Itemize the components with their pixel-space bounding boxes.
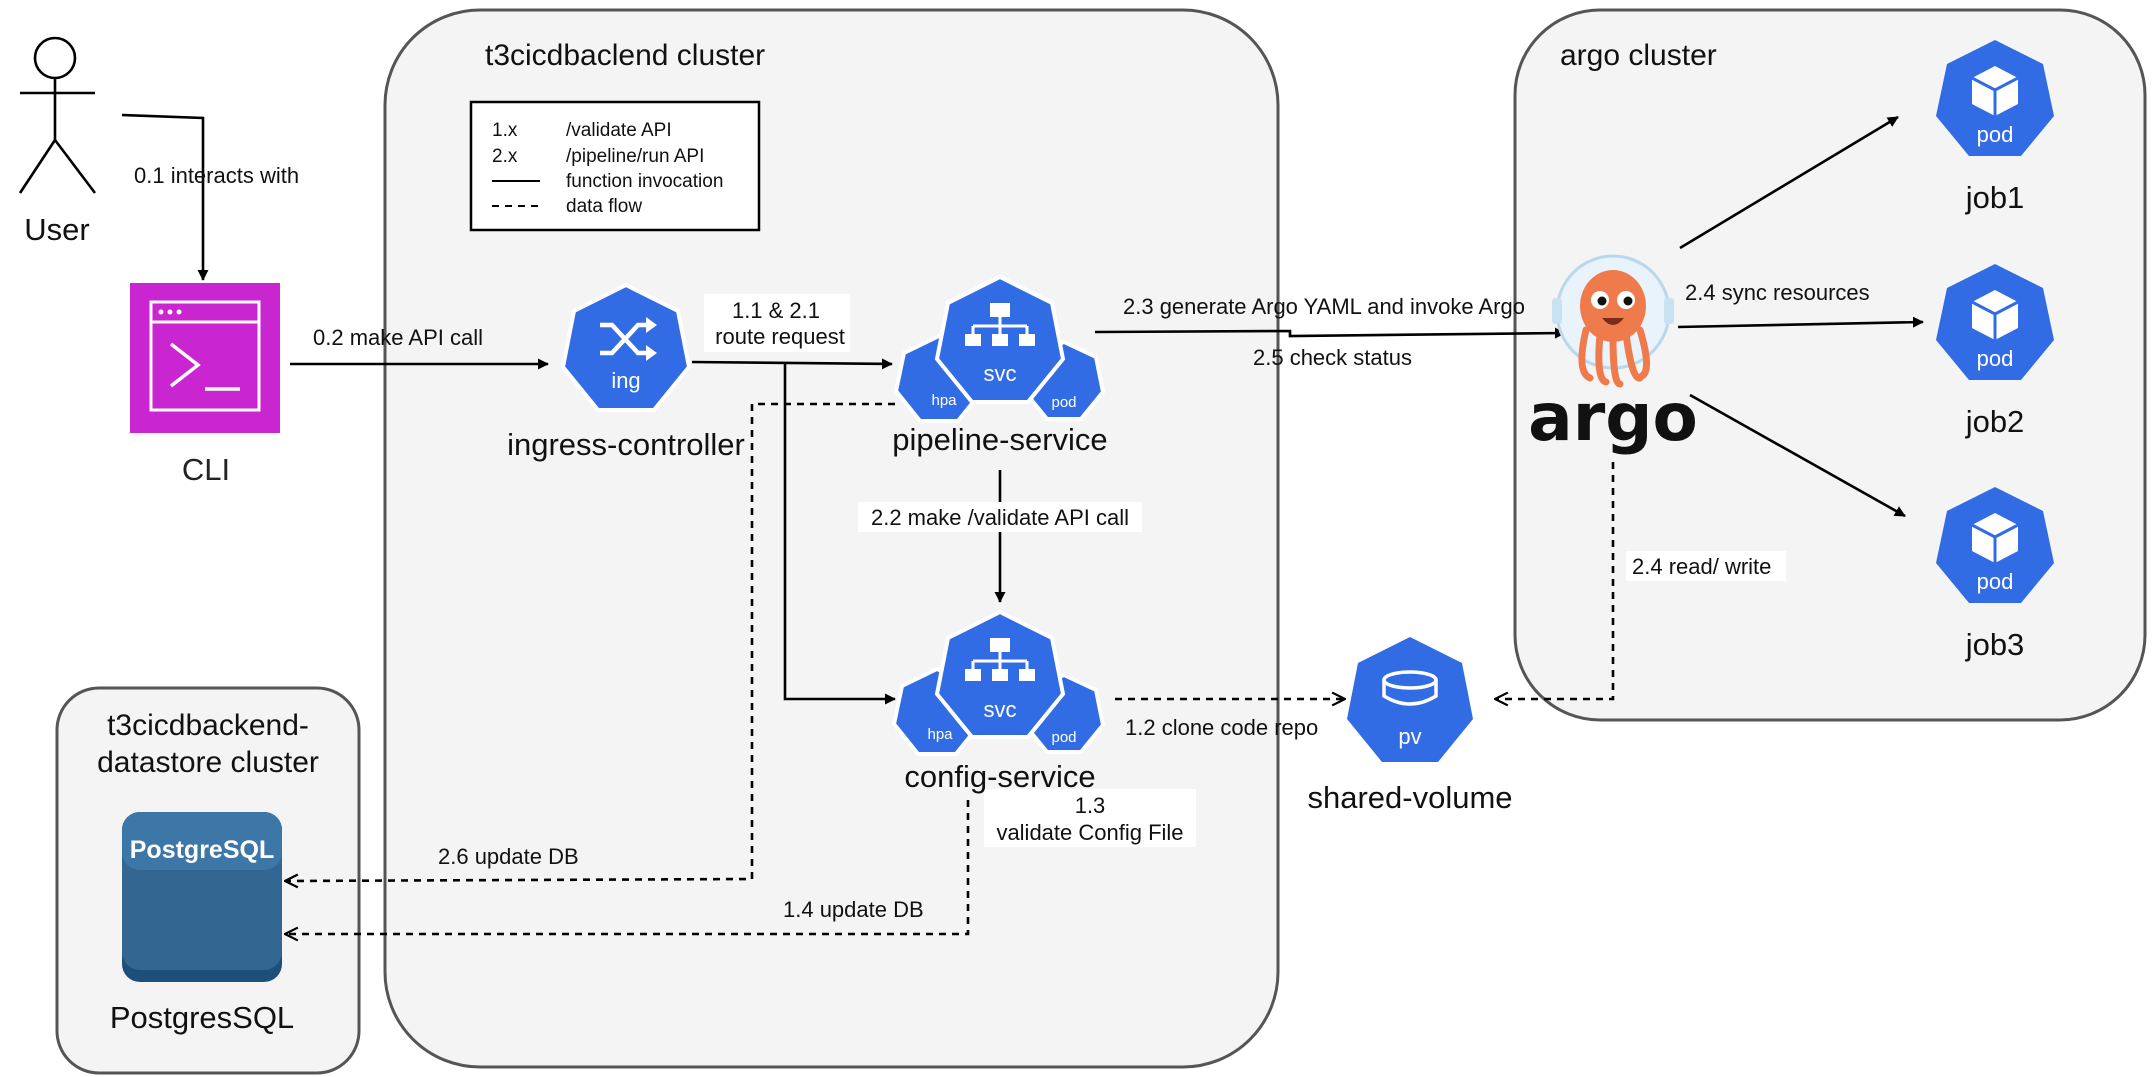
edge-1-3-label-line1: 1.3 [1075,793,1106,818]
pod-icon-text: pod [1051,394,1076,411]
argo-node[interactable]: argo [1528,254,1698,456]
job2-node[interactable]: pod job2 [1936,264,2054,439]
edge-2-6-label: 2.6 update DB [438,844,579,869]
edge-ingress-config [783,362,896,705]
shared-volume-label: shared-volume [1307,780,1512,815]
shared-volume-node[interactable]: pv shared-volume [1307,637,1513,815]
edge-2-5-label: 2.5 check status [1253,345,1412,370]
edge-0-2-label: 0.2 make API call [313,325,483,350]
backend-cluster-title: t3cicdbaclend cluster [485,39,765,72]
postgresql-logo-text: PostgreSQL [130,836,274,864]
datastore-cluster-title-line2: datastore cluster [97,746,319,779]
pod-icon-text: pod [1977,122,2014,147]
kubernetes-ingress-icon: ing [560,282,692,412]
postgresql-database-icon: PostgreSQL [122,812,282,982]
edge-user-cli [121,113,209,281]
pod-icon-text: pod [1977,346,2014,371]
job3-label: job3 [1965,627,2025,662]
pipeline-service-label: pipeline-service [892,422,1107,457]
edge-1-2-label: 1.2 clone code repo [1125,715,1318,740]
svc-icon-text: svc [984,697,1017,722]
legend-row2-key: 2.x [492,146,518,167]
legend-row3-desc: function invocation [566,171,723,192]
job1-label: job1 [1965,180,2025,215]
cli-node[interactable]: CLI [130,283,280,487]
legend-row1-key: 1.x [492,120,518,141]
hpa-icon-text: hpa [927,726,953,743]
edge-pipeline-argo [1094,327,1566,339]
ingress-controller-node[interactable]: ing ingress-controller [507,282,745,462]
edge-1-3-label-line2: validate Config File [996,820,1183,845]
user-stick-figure-icon [18,36,97,194]
edge-1-4-label: 1.4 update DB [783,897,924,922]
pod-icon: pod [1936,264,2054,380]
svc-icon: svc [934,274,1066,404]
user-label: User [24,212,89,247]
svc-icon: svc [934,609,1066,739]
pod-icon: pod [1936,40,2054,156]
pv-icon-text: pv [1398,724,1421,749]
svc-icon-text: svc [984,361,1017,386]
datastore-cluster-title-line1: t3cicdbackend- [107,709,309,742]
ingress-controller-label: ingress-controller [507,427,745,462]
cli-label: CLI [182,452,230,487]
argo-cluster-title: argo cluster [1560,39,1717,72]
ingress-icon-text: ing [611,368,640,393]
edge-2-4-sync-label: 2.4 sync resources [1685,280,1870,305]
edge-1-1-label-line2: route request [715,324,845,349]
persistent-volume-icon: pv [1347,637,1473,762]
legend: 1.x /validate API 2.x /pipeline/run API … [469,100,761,232]
hpa-icon-text: hpa [931,392,957,409]
postgres-node[interactable]: PostgreSQL PostgresSQL [110,812,294,1035]
legend-row1-desc: /validate API [566,120,672,141]
edge-2-3-label: 2.3 generate Argo YAML and invoke Argo [1123,294,1525,319]
argo-logo-text: argo [1528,379,1698,456]
edge-argo-pv [1495,462,1615,699]
pod-icon: pod [1936,487,2054,603]
config-service-icon-group: hpa pod svc [891,609,1106,756]
pod-icon-text: pod [1977,569,2014,594]
legend-row4-desc: data flow [566,196,642,217]
edge-argo-job1 [1679,115,1899,250]
edge-2-2-label: 2.2 make /validate API call [871,505,1129,530]
pipeline-service-icon-group: hpa pod svc [893,274,1106,423]
edge-argo-job3 [1689,393,1906,518]
user-actor[interactable]: User [18,36,97,247]
pod-icon-text: pod [1051,729,1076,746]
terminal-icon [130,283,280,433]
edge-ingress-pipeline [691,358,893,370]
pipeline-service-node[interactable]: hpa pod svc pipeline-service [892,274,1108,457]
edge-1-1-label-line1: 1.1 & 2.1 [732,298,820,323]
edges: 0.1 interacts with 0.2 make API call 1.1… [121,113,1924,934]
edge-2-4-rw-label: 2.4 read/ write [1632,554,1771,579]
edge-config-postgres [285,800,970,934]
job1-node[interactable]: pod job1 [1936,40,2054,215]
config-service-label: config-service [904,759,1095,794]
edge-0-1-label: 0.1 interacts with [134,163,299,188]
legend-row2-desc: /pipeline/run API [566,146,704,167]
edge-argo-job2 [1677,316,1924,329]
job3-node[interactable]: pod job3 [1936,487,2054,662]
postgres-label: PostgresSQL [110,1000,294,1035]
config-service-node[interactable]: hpa pod svc config-service [891,609,1106,794]
argo-octopus-icon [1552,254,1674,388]
edge-pipeline-postgres [285,402,895,881]
job2-label: job2 [1965,404,2025,439]
